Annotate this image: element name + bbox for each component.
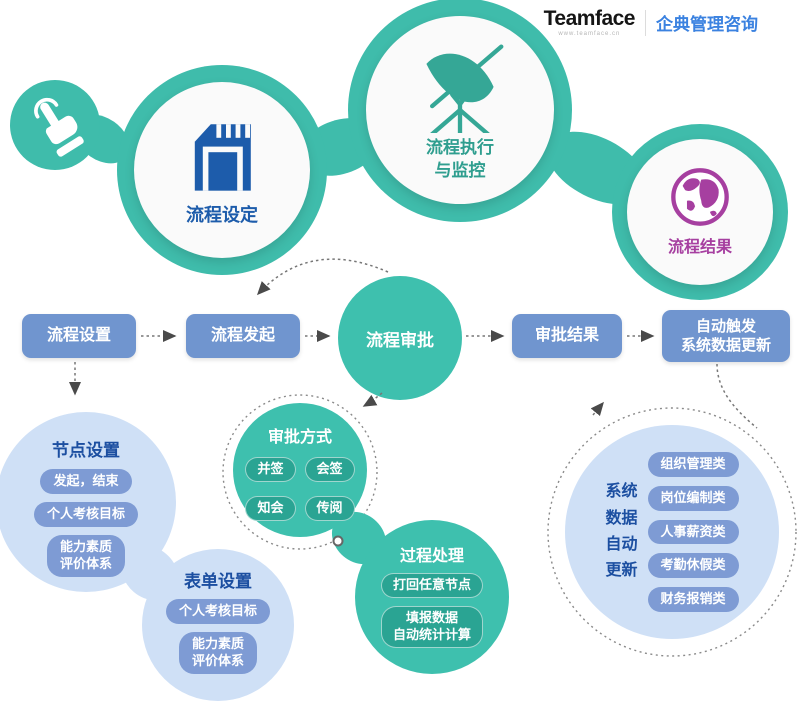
globe-icon [671,167,729,226]
bubble-title: 节点设置 [52,441,120,460]
bubble-title: 系统 数据 自动 更新 [605,483,638,580]
pill: 考勤休假类 [647,553,739,579]
flow-box-approval-result: 审批结果 [512,314,622,358]
tap-hand-icon [34,97,84,157]
pill: 发起，结束 [40,469,132,494]
pill: 能力素质 评价体系 [178,631,257,674]
pill: 填报数据 自动统计计算 [380,605,483,648]
pill: 个人考核目标 [165,599,270,624]
bubble-node-setting: 节点设置 发起，结束 个人考核目标 能力素质 评价体系 [0,412,176,592]
bubble-approval-mode: 审批方式 并签 会签 知会 传阅 [233,403,367,537]
bubble-title: 过程处理 [399,548,464,565]
stage-circle-process-result: 流程结果 [612,124,788,300]
memory-card-icon [194,124,251,191]
stage-label: 流程结果 [667,238,732,256]
flow-label: 审批结果 [534,326,599,344]
bubble-form-setting: 表单设置 个人考核目标 能力素质 评价体系 [142,549,294,701]
pill: 组织管理类 [647,451,739,477]
stage-circle-execution-monitoring: 流程执行 与监控 [348,0,572,222]
brand-wordmark: Teamface www.teamface.cn [543,7,636,37]
pill: 并签 [245,457,296,482]
pill: 知会 [245,495,296,521]
flow-label: 自动触发 系统数据更新 [680,317,771,355]
bubble-title: 表单设置 [184,572,252,591]
bubble-title: 审批方式 [267,429,332,446]
bubble-process-handling: 过程处理 打回任意节点 填报数据 自动统计计算 [355,520,509,674]
brand-tagline: 企典管理咨询 [656,15,758,34]
flow-box-process-setup: 流程设置 [22,314,136,358]
pill: 人事薪资类 [647,519,739,545]
brand-name: Teamface [543,7,636,30]
stage-label: 流程设定 [186,204,258,225]
logo-divider [645,9,646,36]
pill: 财务报销类 [647,587,739,613]
stage-label: 流程执行 与监控 [426,138,494,180]
pill: 打回任意节点 [380,573,483,598]
brand-url: www.teamface.cn [558,31,621,37]
flow-label: 流程发起 [210,326,275,344]
stage-circle-process-setting: 流程设定 [117,65,327,275]
satellite-dish-icon [426,44,504,134]
pill: 个人考核目标 [33,501,138,527]
tap-bubble [10,80,100,170]
flow-label: 流程审批 [366,330,434,350]
brand-logo: Teamface www.teamface.cn 企典管理咨询 [544,8,758,37]
flow-box-process-initiation: 流程发起 [186,314,300,358]
pill: 岗位编制类 [647,485,739,511]
flow-box-auto-trigger: 自动触发 系统数据更新 [662,310,790,362]
pill: 能力素质 评价体系 [46,534,125,577]
pill: 传阅 [304,495,355,521]
bubble-system-update: 系统 数据 自动 更新 组织管理类 岗位编制类 人事薪资类 考勤休假类 财务报销… [565,425,779,639]
flow-circle-process-approval: 流程审批 [338,276,462,400]
flow-label: 流程设置 [46,326,111,344]
pill: 会签 [304,457,355,482]
